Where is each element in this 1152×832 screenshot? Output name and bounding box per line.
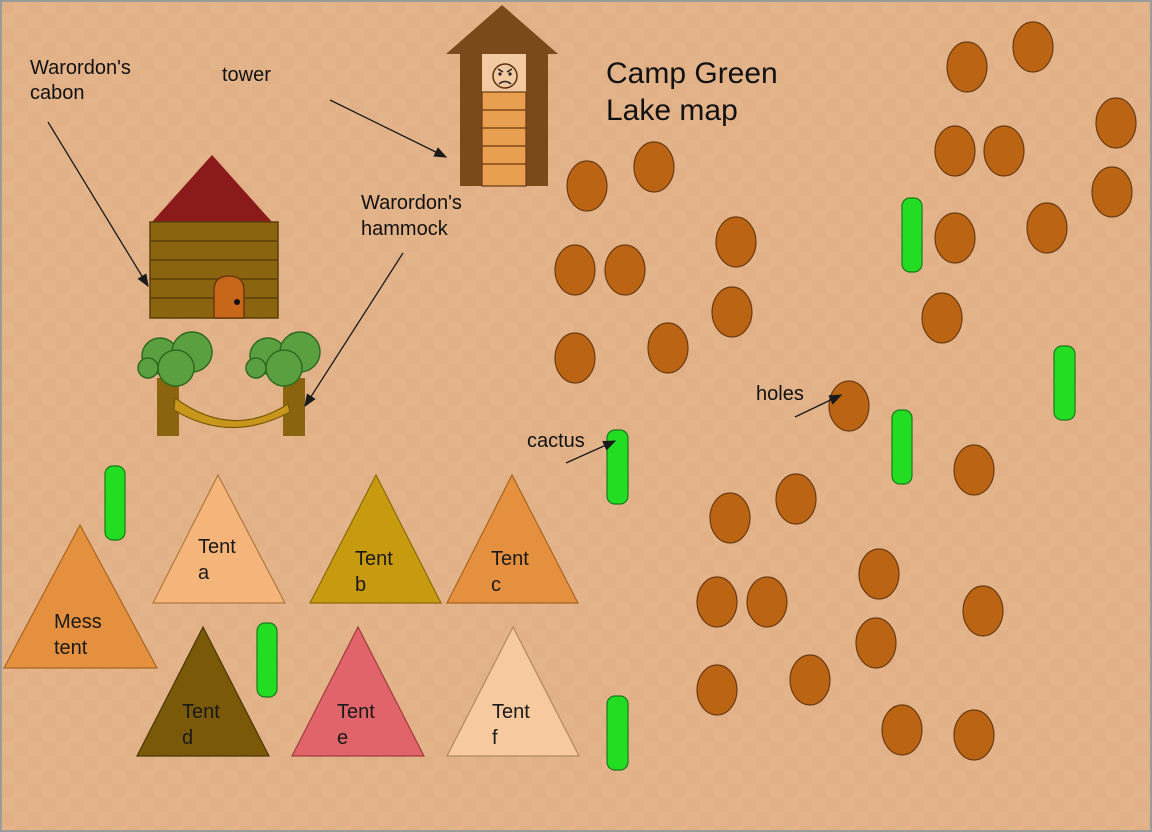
hole [828, 380, 870, 432]
hole [855, 617, 897, 669]
tent-d-label-line2: d [182, 727, 193, 749]
tent-f [446, 625, 580, 757]
cacti [104, 197, 1076, 771]
tent-a [152, 473, 286, 604]
tent-d [136, 625, 270, 757]
hole [566, 160, 608, 212]
cactus [891, 409, 913, 485]
cabin-door [213, 275, 245, 319]
holes-arrow [794, 394, 843, 418]
cactus-label: cactus [527, 430, 585, 452]
tower-label: tower [222, 64, 271, 86]
hole [604, 244, 646, 296]
cactus-arrow [565, 440, 617, 464]
hole [921, 292, 963, 344]
hole [1012, 21, 1054, 73]
tent-b-label-line2: b [355, 574, 366, 596]
cactus [606, 695, 629, 771]
tent-c-label-line1: Tent [491, 548, 529, 570]
hole [746, 576, 788, 628]
tent-b [309, 473, 442, 604]
tower-guard-face [492, 63, 518, 89]
tent-b-label-line1: Tent [355, 548, 393, 570]
cactus [901, 197, 923, 273]
mess-tent-label-line1: Mess [54, 611, 102, 633]
hole [1095, 97, 1137, 149]
tower-roof [446, 5, 558, 54]
door-knob [234, 299, 240, 305]
tree-trunk-right [283, 378, 305, 436]
mess-tent-label-line2: tent [54, 637, 88, 659]
hole [554, 244, 596, 296]
hole [962, 585, 1004, 637]
hole [647, 322, 689, 374]
tower-ladder [481, 91, 527, 187]
hole [858, 548, 900, 600]
hammock [173, 396, 291, 429]
hole [1026, 202, 1068, 254]
hole [934, 212, 976, 264]
tower-arrow [329, 99, 448, 158]
cabin-label-line1: Warordon's [30, 57, 131, 79]
tent-c-label-line2: c [491, 574, 501, 596]
tower [446, 5, 558, 187]
hole [934, 125, 976, 177]
cactus [1053, 345, 1076, 421]
tent-a-label-line1: Tent [198, 536, 236, 558]
hammock-label-line2: hammock [361, 218, 449, 240]
cabin-roof [152, 155, 272, 222]
cabin-label-line2: cabon [30, 82, 85, 104]
tent-f-label-line1: Tent [492, 701, 530, 723]
hole [953, 709, 995, 761]
holes-label: holes [756, 383, 804, 405]
hole [554, 332, 596, 384]
hole [696, 576, 738, 628]
tent-e-label-line1: Tent [337, 701, 375, 723]
hole [881, 704, 923, 756]
cactus [256, 622, 278, 698]
mess-tent [3, 523, 159, 669]
hole [696, 664, 738, 716]
hole [633, 141, 675, 193]
tent-f-label-line2: f [492, 727, 498, 749]
tent-d-label-line1: Tent [182, 701, 220, 723]
hole [709, 492, 751, 544]
cactus [104, 465, 126, 541]
tent-e-label-line2: e [337, 727, 348, 749]
wardens-cabin [149, 155, 279, 319]
tents: Mess tent Tent a Tent b Tent c Tent d Te… [3, 473, 580, 757]
hole [715, 216, 757, 268]
holes [554, 21, 1137, 761]
tent-c [446, 473, 579, 604]
annotations: Warordon's cabon tower Warordon's hammoc… [30, 57, 843, 464]
hole [789, 654, 831, 706]
tree-trunk-left [157, 378, 179, 436]
tent-a-label-line2: a [198, 562, 210, 584]
tower-ladder-rungs [482, 109, 526, 165]
hole [946, 41, 988, 93]
map-title-line2: Lake map [606, 94, 738, 127]
tree-foliage-left [137, 331, 213, 387]
hole [775, 473, 817, 525]
tree-foliage-right [245, 331, 321, 387]
hole [1091, 166, 1133, 218]
hole [953, 444, 995, 496]
tent-e [291, 625, 425, 757]
hole [711, 286, 753, 338]
hole [983, 125, 1025, 177]
wardens-hammock-area [137, 331, 321, 436]
hammock-label-line1: Warordon's [361, 192, 462, 214]
map-title-line1: Camp Green [606, 57, 778, 90]
cabin-arrow [47, 121, 149, 288]
cactus [606, 429, 629, 505]
hammock-arrow [304, 252, 404, 408]
